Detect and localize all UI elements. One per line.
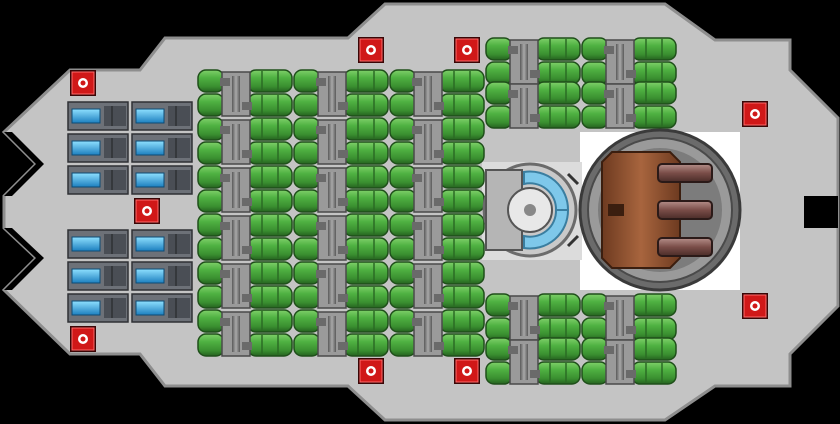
fuel-tank-module: [197, 261, 293, 309]
engine-pod: [67, 101, 129, 131]
fuel-tank-module: [581, 293, 677, 341]
engine-pod: [131, 133, 193, 163]
engine-pod: [131, 165, 193, 195]
engine-pod: [67, 293, 129, 323]
fuel-tank-module: [389, 117, 485, 165]
fuel-tank-module: [293, 309, 389, 357]
engine-pod: [131, 293, 193, 323]
fuel-tank-module: [485, 337, 581, 385]
red-marker-icon: [358, 37, 384, 63]
fuel-tank-module: [389, 213, 485, 261]
engine-pod: [131, 261, 193, 291]
fuel-tank-module: [197, 213, 293, 261]
fuel-tank-module: [293, 117, 389, 165]
fuel-tank-module: [485, 37, 581, 85]
engine-pod: [67, 165, 129, 195]
red-marker-icon: [742, 101, 768, 127]
hull-notch-lower: [4, 228, 44, 290]
upper-tank-grid: [485, 37, 677, 129]
turret-barrels: [657, 163, 713, 257]
fuel-tank-module: [485, 293, 581, 341]
red-marker-icon: [454, 37, 480, 63]
red-marker-icon: [134, 198, 160, 224]
red-marker-icon: [358, 358, 384, 384]
engine-pod: [67, 261, 129, 291]
fuel-tank-module: [197, 117, 293, 165]
engine-pod: [67, 133, 129, 163]
fuel-tank-module: [581, 337, 677, 385]
fuel-tank-module: [389, 261, 485, 309]
fuel-tank-module: [293, 69, 389, 117]
engine-pod: [131, 101, 193, 131]
fuel-tank-module: [581, 37, 677, 85]
red-marker-icon: [70, 70, 96, 96]
turret-icon: [578, 128, 742, 292]
engine-pod: [67, 229, 129, 259]
main-tank-grid: [197, 69, 485, 357]
markers: [70, 37, 768, 384]
fuel-tank-module: [389, 69, 485, 117]
fuel-tank-module: [197, 69, 293, 117]
fuel-tank-module: [293, 165, 389, 213]
radar-dish-icon: [482, 162, 580, 258]
fuel-tank-module: [389, 165, 485, 213]
hull-fin-right: [804, 196, 838, 228]
hull-notch-upper: [4, 132, 44, 196]
red-marker-icon: [742, 293, 768, 319]
fuel-tank-module: [197, 309, 293, 357]
red-marker-icon: [70, 326, 96, 352]
fuel-tank-module: [293, 261, 389, 309]
engine-pod: [131, 229, 193, 259]
fuel-tank-module: [197, 165, 293, 213]
engine-pods: [67, 101, 193, 323]
fuel-tank-module: [581, 81, 677, 129]
fuel-tank-module: [389, 309, 485, 357]
fuel-tank-module: [485, 81, 581, 129]
lower-tank-grid: [485, 293, 677, 385]
fuel-tank-module: [293, 213, 389, 261]
tank-grids: [197, 37, 677, 385]
red-marker-icon: [454, 358, 480, 384]
